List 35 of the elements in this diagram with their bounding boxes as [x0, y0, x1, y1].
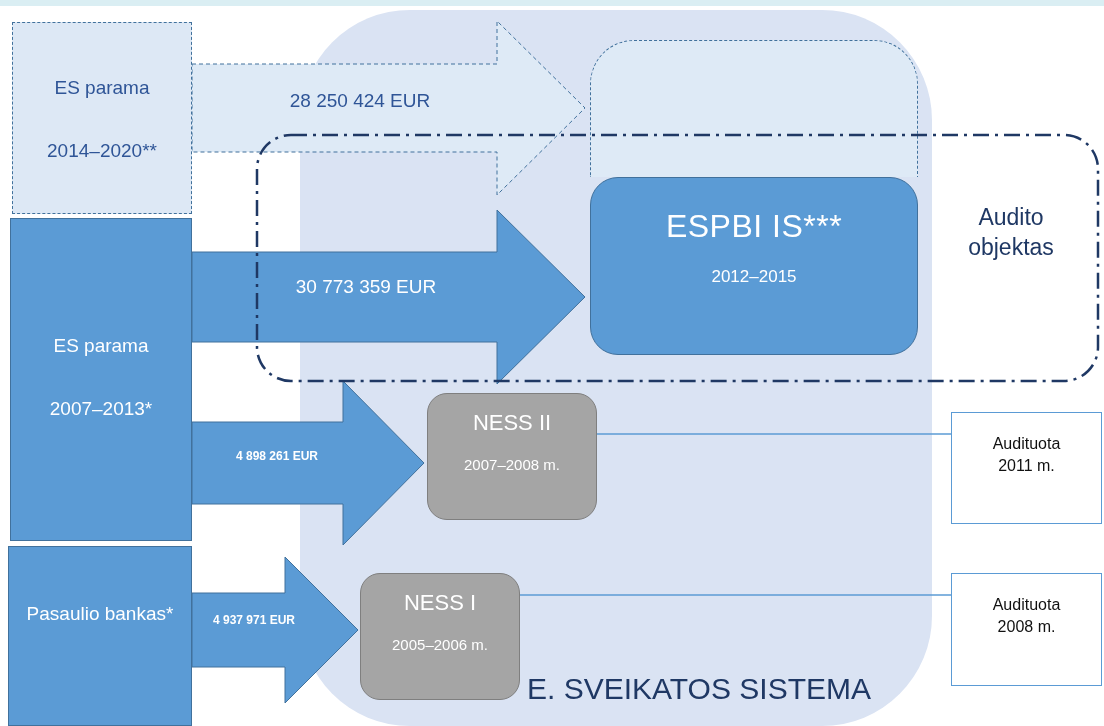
edge-label: 30 773 359 EUR [295, 276, 437, 298]
funding-label: ES parama [52, 334, 150, 358]
note-text: Audituota 2008 m. [991, 595, 1062, 637]
dashed-rounded-box [590, 40, 918, 177]
period-label: 2005–2006 m. [392, 636, 488, 653]
block-arrow [191, 20, 586, 196]
block-arrow [191, 380, 425, 546]
note-text: Audituota 2011 m. [991, 434, 1062, 476]
period-label: 2007–2013* [48, 397, 154, 422]
system-box [590, 177, 918, 355]
funding-label: ES parama [53, 76, 151, 100]
panel-title: E. SVEIKATOS SISTEMA [527, 672, 871, 706]
edge-label: 28 250 424 EUR [289, 90, 431, 112]
edge-label: 4 937 971 EUR [212, 613, 296, 627]
connector-line [519, 594, 952, 596]
note-box [951, 412, 1102, 524]
funding-box [12, 22, 192, 214]
scope-label: Audito objektas [967, 203, 1055, 262]
system-name: NESS I [403, 590, 477, 616]
note-box [951, 573, 1102, 686]
funding-box [8, 546, 192, 726]
edge-label: 4 898 261 EUR [235, 449, 319, 463]
audit-scope-region [255, 133, 1100, 383]
connector-line [596, 433, 952, 435]
block-arrow [191, 209, 586, 385]
funding-box [10, 218, 192, 541]
block-arrow [191, 556, 359, 704]
system-name: NESS II [472, 410, 552, 436]
period-label: 2012–2015 [711, 267, 797, 287]
funding-label: Pasaulio bankas* [25, 602, 175, 626]
period-label: 2014–2020** [46, 139, 158, 164]
system-box [360, 573, 520, 700]
system-box [427, 393, 597, 520]
system-name: ESPBI IS*** [665, 208, 843, 245]
period-label: 2007–2008 m. [464, 456, 560, 473]
